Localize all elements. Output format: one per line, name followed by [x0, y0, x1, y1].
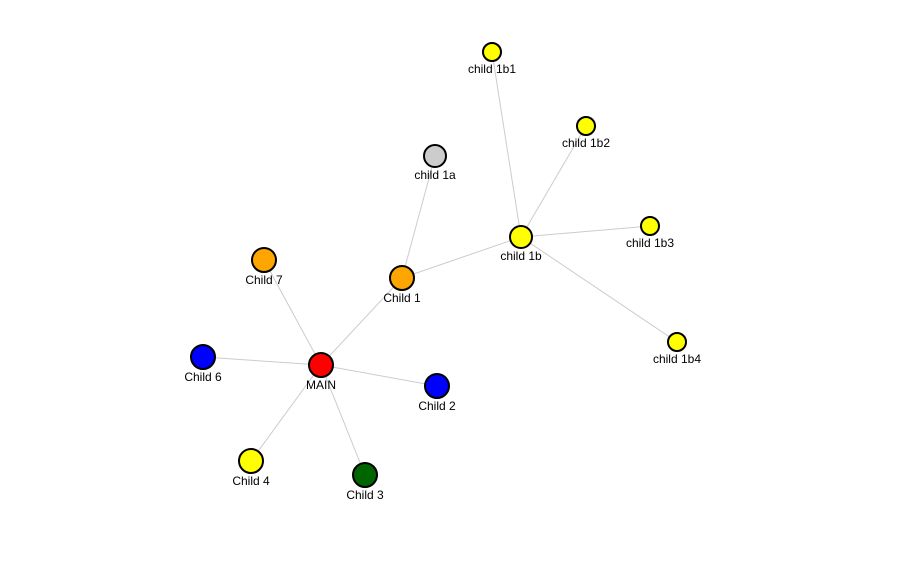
node-label: Child 6 — [184, 370, 222, 384]
node-circle[interactable] — [576, 116, 596, 136]
node-label: Child 1 — [383, 291, 421, 305]
node-label: child 1b — [500, 249, 542, 263]
node-circle[interactable] — [389, 265, 415, 291]
node-child4[interactable]: Child 4 — [232, 448, 270, 488]
node-child1[interactable]: Child 1 — [383, 265, 421, 305]
node-label: Child 3 — [346, 488, 384, 502]
node-circle[interactable] — [423, 144, 447, 168]
node-label: child 1a — [414, 168, 456, 182]
node-label: child 1b4 — [653, 352, 701, 366]
edge-main-child4 — [250, 364, 322, 462]
edge-layer — [202, 51, 678, 476]
node-child1b3[interactable]: child 1b3 — [626, 216, 674, 250]
node-child1b1[interactable]: child 1b1 — [468, 42, 516, 76]
node-main[interactable]: MAIN — [306, 352, 336, 392]
edge-main-child3 — [320, 364, 366, 476]
node-child2[interactable]: Child 2 — [418, 373, 456, 413]
node-circle[interactable] — [190, 344, 216, 370]
node-child1b[interactable]: child 1b — [500, 225, 542, 263]
node-label: Child 7 — [245, 273, 283, 287]
node-circle[interactable] — [238, 448, 264, 474]
node-label: child 1b3 — [626, 236, 674, 250]
node-label: Child 2 — [418, 399, 456, 413]
node-label: child 1b1 — [468, 62, 516, 76]
node-circle[interactable] — [482, 42, 502, 62]
edge-main-child6 — [202, 356, 322, 366]
edge-main-child7 — [263, 259, 322, 366]
node-child6[interactable]: Child 6 — [184, 344, 222, 384]
node-child1b2[interactable]: child 1b2 — [562, 116, 610, 150]
node-layer: MAIN Child 1 Child 2 Child 3 Child 4 Child 6 C… — [184, 42, 701, 502]
edge-main-child1 — [320, 277, 403, 366]
edge-child1b-child1b4 — [520, 236, 678, 343]
node-label: Child 4 — [232, 474, 270, 488]
edge-child1-child1b — [401, 236, 522, 279]
node-child3[interactable]: Child 3 — [346, 462, 384, 502]
node-circle[interactable] — [251, 247, 277, 273]
edge-child1b-child1b1 — [491, 51, 522, 238]
node-circle[interactable] — [667, 332, 687, 352]
node-label: MAIN — [306, 378, 336, 392]
node-circle[interactable] — [424, 373, 450, 399]
node-child1b4[interactable]: child 1b4 — [653, 332, 701, 366]
node-circle[interactable] — [509, 225, 533, 249]
node-circle[interactable] — [640, 216, 660, 236]
edge-child1b-child1b2 — [520, 125, 587, 238]
node-child7[interactable]: Child 7 — [245, 247, 283, 287]
edge-child1b-child1b3 — [520, 225, 651, 238]
node-label: child 1b2 — [562, 136, 610, 150]
node-circle[interactable] — [352, 462, 378, 488]
node-circle[interactable] — [308, 352, 334, 378]
edge-main-child2 — [320, 364, 438, 387]
edge-child1-child1a — [401, 155, 436, 279]
node-child1a[interactable]: child 1a — [414, 144, 456, 182]
